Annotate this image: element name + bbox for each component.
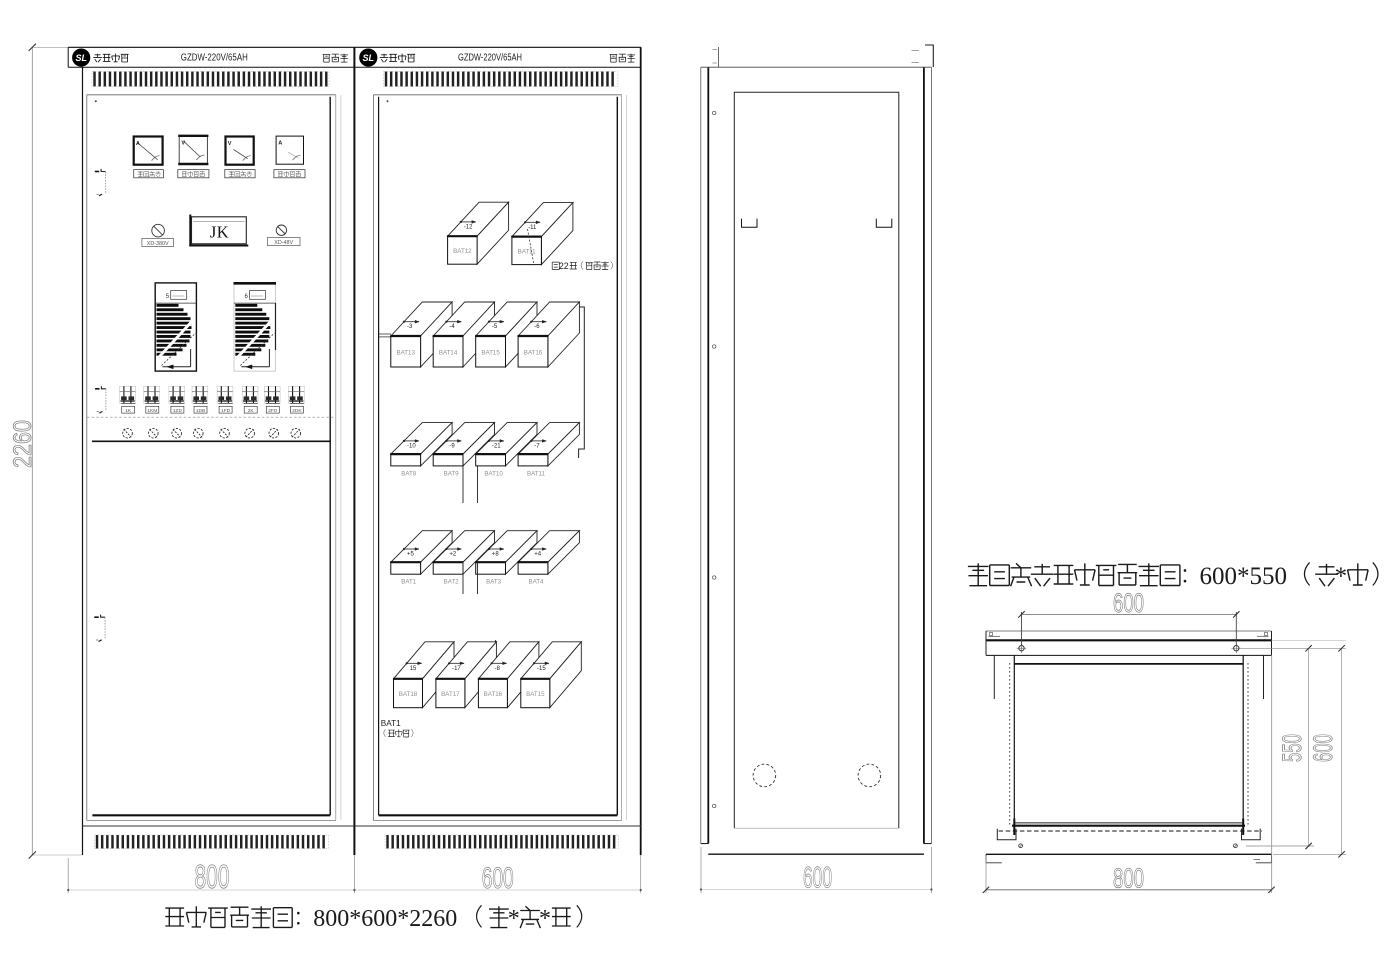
svg-text:800: 800 — [1113, 863, 1144, 894]
svg-text:A: A — [278, 141, 282, 147]
svg-text:600*550: 600*550 — [1200, 563, 1288, 590]
svg-text:-6: -6 — [534, 324, 540, 330]
svg-text:XD-380V: XD-380V — [147, 241, 169, 247]
svg-text:600: 600 — [803, 862, 832, 895]
svg-text:BAT16: BAT16 — [484, 691, 503, 698]
svg-text:2K: 2K — [248, 408, 255, 414]
svg-text:5: 5 — [166, 294, 170, 300]
svg-text:-5: -5 — [492, 324, 498, 330]
svg-text:600: 600 — [482, 862, 514, 895]
svg-text:XD-48V: XD-48V — [274, 240, 293, 246]
svg-text:+2: +2 — [449, 552, 457, 558]
svg-text:BAT18: BAT18 — [399, 691, 418, 698]
svg-text:V: V — [181, 140, 185, 146]
svg-text:+8: +8 — [492, 552, 500, 558]
svg-text:BAT15: BAT15 — [481, 350, 500, 357]
svg-text:800*600*2260: 800*600*2260 — [313, 906, 457, 932]
svg-text:BAT13: BAT13 — [396, 350, 415, 357]
svg-text:BAT11: BAT11 — [527, 470, 546, 477]
svg-text:BAT1: BAT1 — [381, 719, 401, 728]
svg-text:SL: SL — [363, 53, 375, 63]
svg-text:-15: -15 — [537, 666, 546, 672]
svg-text:BAT1: BAT1 — [401, 579, 417, 586]
svg-text:-3: -3 — [407, 324, 413, 330]
svg-text:BAT10: BAT10 — [484, 470, 503, 477]
svg-text:1DB: 1DB — [196, 408, 205, 414]
svg-text:-12: -12 — [464, 224, 473, 230]
svg-text:BAT15: BAT15 — [526, 691, 545, 698]
svg-text:BAT14: BAT14 — [439, 350, 458, 357]
svg-text:15: 15 — [410, 666, 417, 672]
svg-text:*: * — [539, 906, 551, 932]
svg-text:*: * — [1335, 563, 1348, 590]
svg-text:BAT3: BAT3 — [486, 579, 502, 586]
svg-text:BAT9: BAT9 — [444, 470, 460, 477]
svg-text:1K: 1K — [125, 408, 132, 414]
svg-text:BAT4: BAT4 — [528, 579, 544, 586]
svg-text:BAT2: BAT2 — [444, 579, 460, 586]
svg-text:-7: -7 — [534, 443, 540, 449]
svg-text:-4: -4 — [449, 324, 455, 330]
svg-text:1ZD: 1ZD — [173, 408, 183, 414]
svg-text:JK: JK — [210, 223, 229, 242]
svg-text:600: 600 — [1113, 588, 1144, 618]
svg-text:BAT17: BAT17 — [441, 691, 460, 698]
svg-text:GZDW-220V/65AH: GZDW-220V/65AH — [458, 52, 522, 63]
svg-text:BAT12: BAT12 — [453, 248, 472, 255]
svg-text:-21: -21 — [492, 443, 501, 449]
svg-text:BAT8: BAT8 — [401, 470, 417, 477]
svg-text:+5: +5 — [407, 552, 415, 558]
svg-text:V: V — [228, 141, 232, 147]
svg-text:22: 22 — [559, 261, 569, 271]
svg-text:1FD: 1FD — [221, 408, 231, 414]
svg-text:2260: 2260 — [9, 420, 37, 468]
svg-text:800: 800 — [195, 858, 230, 895]
svg-text:6: 6 — [245, 294, 249, 300]
svg-text:SL: SL — [75, 53, 87, 63]
svg-text:-9: -9 — [449, 443, 455, 449]
svg-text:2DK: 2DK — [292, 408, 302, 414]
svg-text:-17: -17 — [452, 666, 461, 672]
svg-text:A: A — [136, 141, 140, 147]
svg-text:BAT11: BAT11 — [518, 249, 537, 256]
svg-text:550: 550 — [1277, 734, 1307, 762]
svg-text:*: * — [508, 906, 520, 932]
svg-text:2FD: 2FD — [268, 408, 278, 414]
svg-text:GZDW-220V/65AH: GZDW-220V/65AH — [181, 52, 248, 63]
svg-text:-10: -10 — [407, 443, 416, 449]
svg-text:-11: -11 — [528, 225, 537, 231]
svg-text:1KM: 1KM — [147, 408, 157, 414]
svg-text:+4: +4 — [534, 552, 542, 558]
svg-text:BAT16: BAT16 — [524, 350, 543, 357]
svg-text:-8: -8 — [495, 666, 501, 672]
svg-text:600: 600 — [1308, 734, 1338, 762]
